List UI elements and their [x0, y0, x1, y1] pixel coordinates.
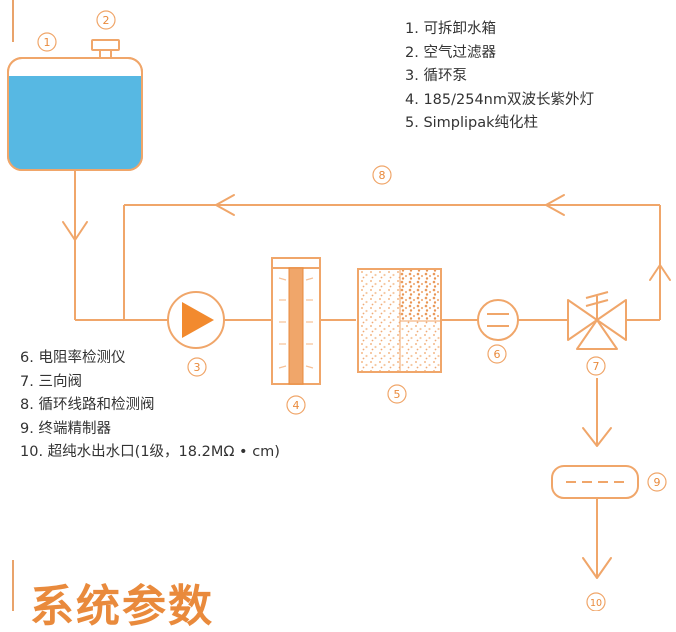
legend-item: 1. 可拆卸水箱	[405, 21, 496, 37]
marker-10-label: 10	[590, 598, 602, 609]
marker-5	[387, 384, 407, 404]
legend-top: 1. 可拆卸水箱 2. 空气过滤器 3. 循环泵 4. 185/254nm双波长…	[405, 18, 594, 136]
water-tank	[7, 57, 143, 171]
legend-bottom: 6. 电阻率检测仪 7. 三向阀 8. 循环线路和检测阀 9. 终端精制器 10…	[20, 347, 280, 465]
pipe-lines	[74, 170, 661, 578]
marker-6	[487, 344, 507, 364]
marker-2	[96, 10, 116, 30]
marker-3-label: 3	[194, 361, 201, 374]
marker-4-label: 4	[293, 399, 300, 412]
air-filter	[91, 39, 120, 59]
legend-item: 5. Simplipak纯化柱	[405, 115, 539, 131]
marker-9-label: 9	[654, 476, 661, 489]
water-system-diagram: 1 2 3 4 5 6 7 8 9 10	[7, 10, 671, 611]
bottom-accent-bar	[12, 560, 14, 611]
legend-item: 10. 超纯水出水口(1级，18.2MΩ • cm)	[20, 444, 280, 460]
left-arrow-icon	[215, 194, 235, 216]
purification-cartridge	[357, 268, 442, 373]
marker-2-label: 2	[103, 14, 110, 27]
legend-item: 3. 循环泵	[405, 68, 467, 84]
down-arrow-icon	[62, 221, 88, 241]
legend-item: 7. 三向阀	[20, 373, 82, 390]
marker-1	[37, 32, 57, 52]
marker-7	[586, 356, 606, 376]
marker-9	[647, 472, 667, 492]
legend-item: 6. 电阻率检测仪	[20, 350, 126, 366]
marker-3	[187, 357, 207, 377]
marker-8-label: 8	[379, 169, 386, 182]
circulation-pump	[167, 291, 225, 349]
section-title: 系统参数	[30, 581, 214, 632]
left-arrow-icon	[545, 194, 565, 216]
three-way-valve	[567, 291, 627, 350]
marker-8	[372, 165, 392, 185]
marker-10	[586, 592, 606, 611]
water-fill	[8, 76, 142, 170]
legend-item: 2. 空气过滤器	[405, 44, 496, 61]
up-arrow-icon	[649, 264, 671, 281]
marker-7-label: 7	[593, 360, 600, 373]
down-arrow-icon	[582, 557, 612, 579]
flow-arrows	[62, 194, 671, 579]
marker-6-label: 6	[494, 348, 501, 361]
marker-5-label: 5	[394, 388, 401, 401]
marker-4	[286, 395, 306, 415]
final-polisher	[551, 465, 639, 499]
legend-item: 4. 185/254nm双波长紫外灯	[405, 91, 594, 108]
legend-item: 8. 循环线路和检测阀	[20, 397, 155, 413]
down-arrow-icon	[582, 427, 612, 447]
top-accent-bar	[12, 0, 14, 42]
legend-item: 9. 终端精制器	[20, 420, 111, 437]
resistivity-meter	[477, 299, 519, 341]
uv-lamp	[271, 257, 321, 385]
marker-1-label: 1	[44, 36, 51, 49]
